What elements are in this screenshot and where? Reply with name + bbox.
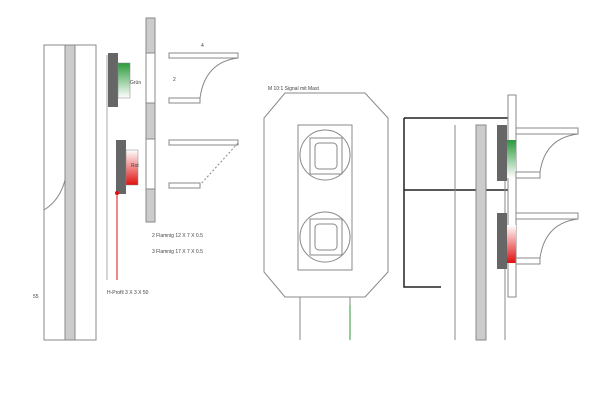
green-signal [108, 53, 131, 107]
flange-label-2: 3 Flamnig 17 X 7 X 0.5 [152, 249, 203, 255]
signal-front-view [263, 92, 389, 340]
flange-label-1: 2 Flamnig 12 X 7 X 0.5 [152, 233, 203, 239]
bracket-curved [168, 52, 239, 104]
red-signal [115, 140, 139, 280]
mast-height-label: 55 [33, 294, 39, 300]
width-dimension: 4 [201, 43, 204, 49]
vertical-post [145, 17, 156, 223]
profile-label: H-Profil 3 X 3 X 50 [107, 290, 149, 296]
signal-title: M 10:1 Signal mit Mast [268, 86, 319, 92]
red-label: Rot [131, 163, 139, 169]
bracket-straight [168, 139, 239, 189]
mast-side-view [43, 44, 97, 341]
height-dimension: 2 [173, 77, 176, 83]
signal-side-assembly [403, 94, 579, 341]
green-label: Grün [130, 80, 141, 86]
